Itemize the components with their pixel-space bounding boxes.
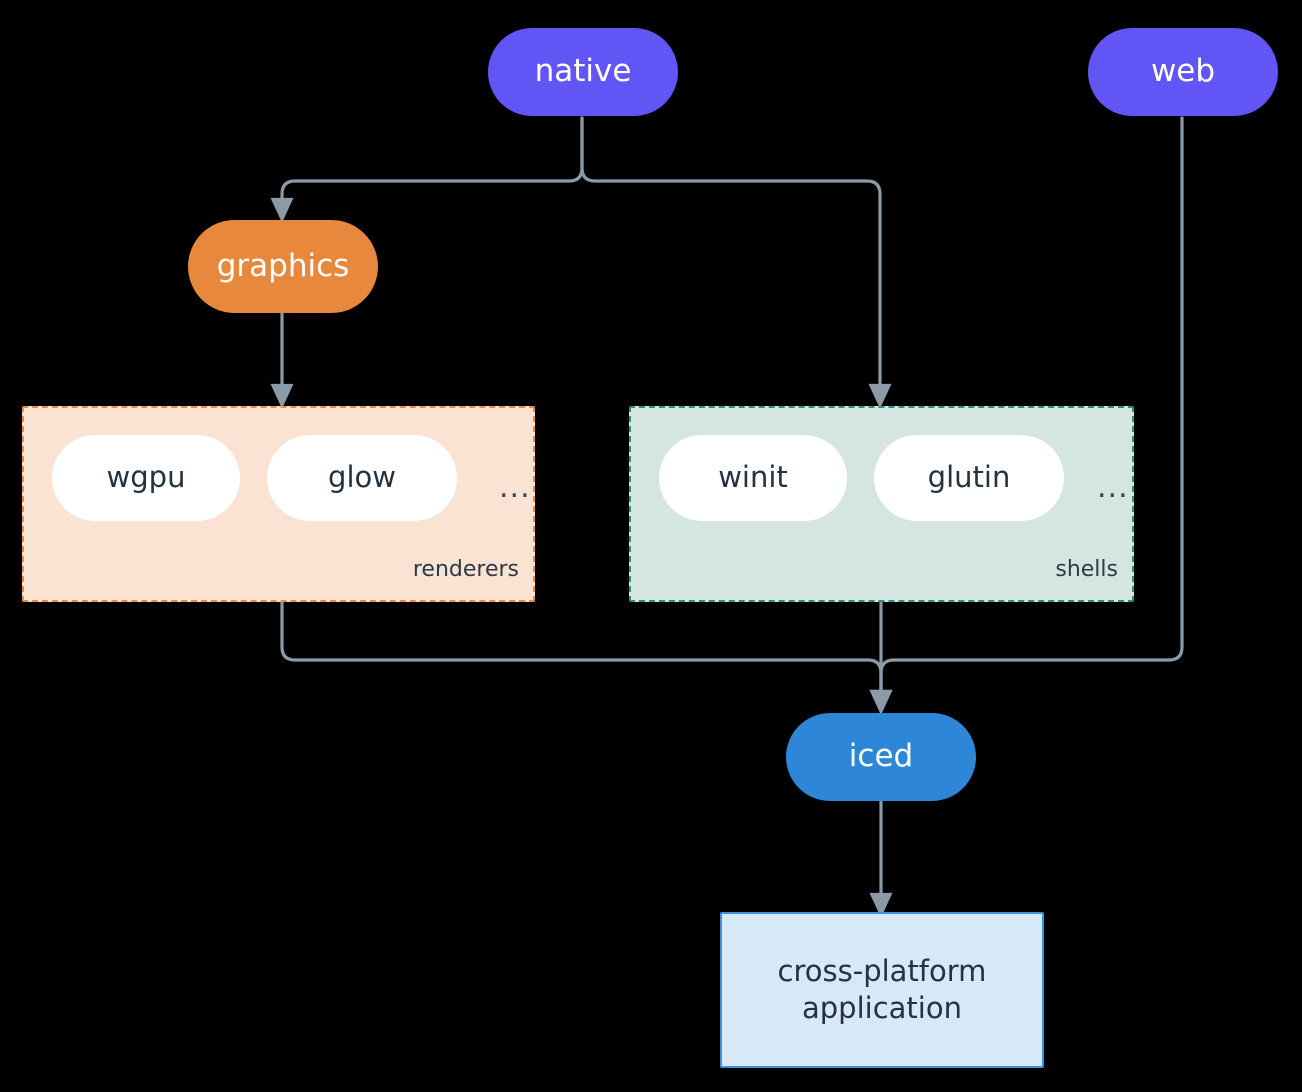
cluster-renderers: wgpu glow ... renderers [22,406,535,602]
edge-native-to-shells [580,116,892,409]
node-glutin[interactable]: glutin [874,435,1064,521]
node-web-label: web [1150,53,1216,90]
node-graphics-label: graphics [216,247,350,284]
node-glow-label: glow [328,460,396,495]
cluster-renderers-label: renderers [412,557,519,582]
node-iced-label: iced [848,738,914,775]
node-graphics[interactable]: graphics [188,220,378,313]
node-web[interactable]: web [1088,28,1278,116]
node-application-label: cross-platform application [777,953,987,1025]
node-native-label: native [534,53,632,90]
node-winit-label: winit [718,460,788,495]
cluster-shells: winit glutin ... shells [629,406,1134,602]
node-iced[interactable]: iced [786,713,976,801]
shells-overflow-ellipsis: ... [1097,470,1129,505]
edge-native-to-graphics [270,116,584,223]
node-wgpu[interactable]: wgpu [52,435,240,521]
cluster-shells-label: shells [1055,557,1118,582]
renderers-overflow-ellipsis: ... [499,470,531,505]
edge-renderers-to-iced [280,600,893,715]
node-glutin-label: glutin [927,460,1011,495]
node-winit[interactable]: winit [659,435,847,521]
node-native[interactable]: native [488,28,678,116]
node-glow[interactable]: glow [267,435,457,521]
node-cross-platform-application[interactable]: cross-platform application [720,912,1044,1068]
node-wgpu-label: wgpu [106,460,186,495]
